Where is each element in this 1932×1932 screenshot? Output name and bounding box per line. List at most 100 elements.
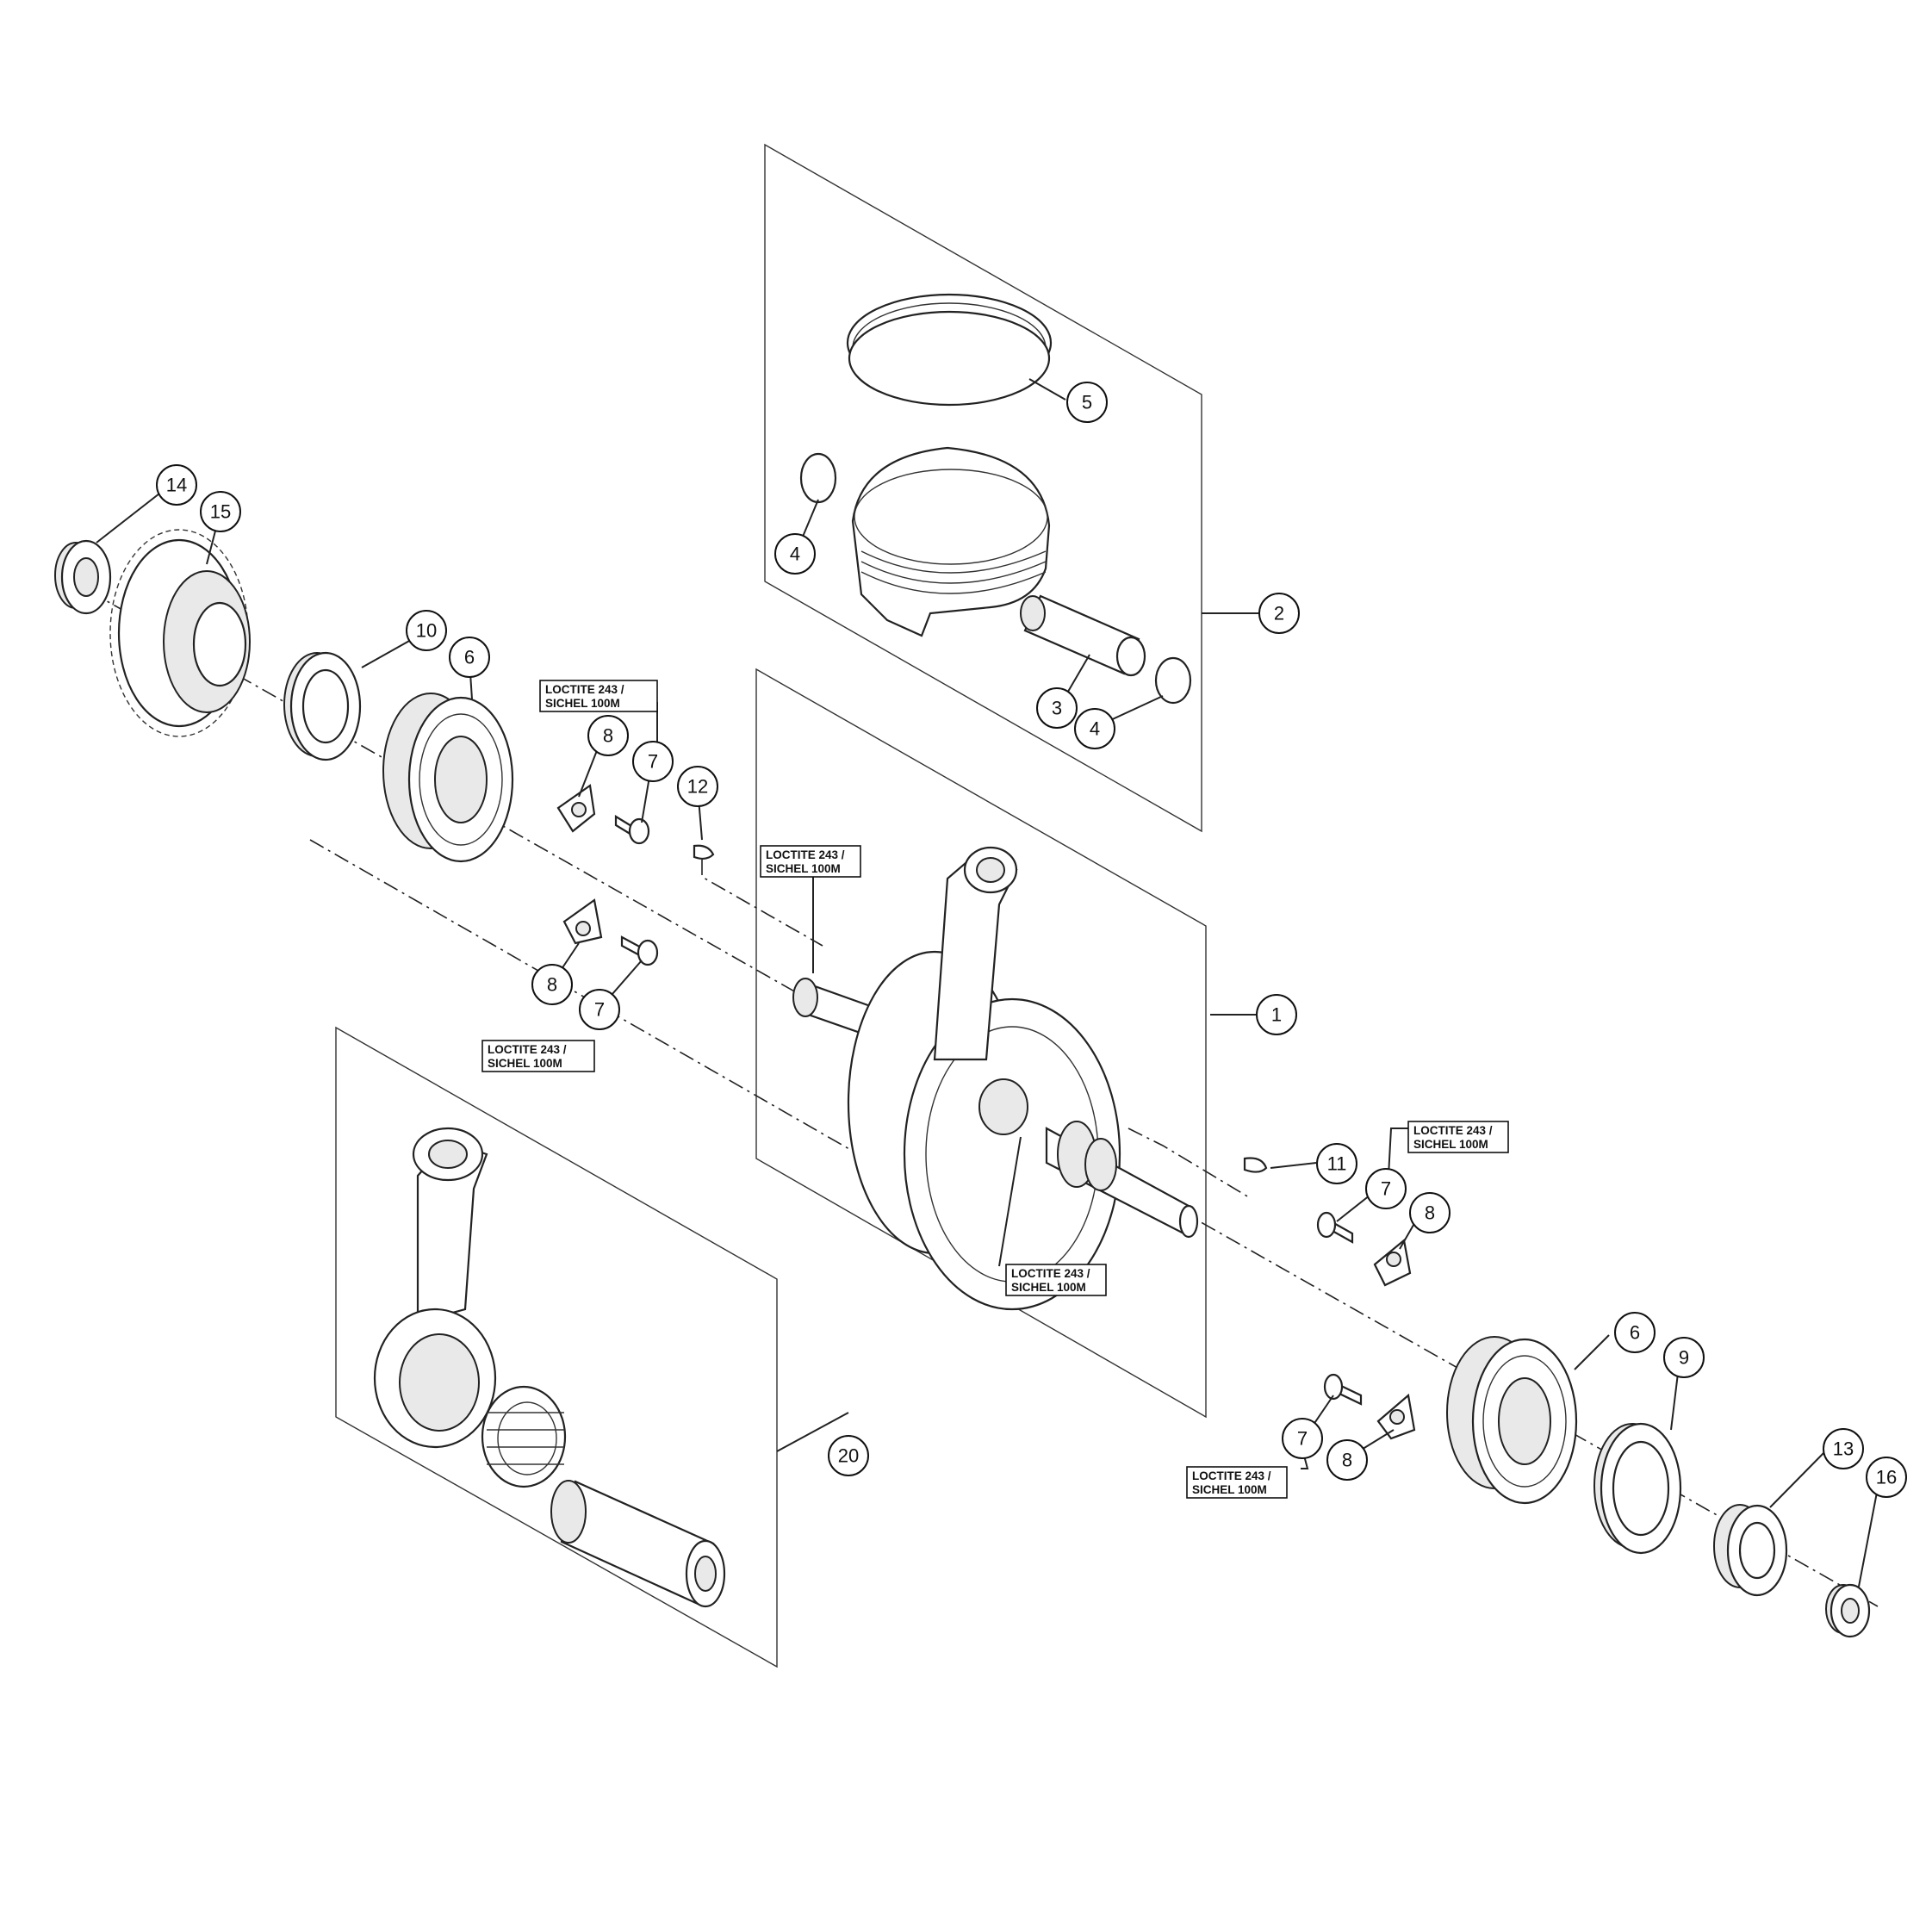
- callout-1: 1: [1256, 994, 1297, 1035]
- part-6-bearing-left: [382, 693, 514, 863]
- svg-text:16: 16: [1876, 1467, 1897, 1488]
- svg-text:20: 20: [838, 1445, 859, 1467]
- key-axis-line-right: [1128, 1128, 1250, 1198]
- svg-text:8: 8: [547, 974, 557, 996]
- part-10-seal: [283, 651, 362, 761]
- part-4-circlip-upper: [799, 452, 837, 504]
- part-8-lock-washer-upper: [556, 784, 596, 833]
- callout-5: 5: [1066, 382, 1108, 423]
- crankshaft-group-frame: [755, 668, 1207, 1419]
- callout-8-upper: 8: [587, 715, 629, 756]
- part-8-lock-washer-right-upper: [1373, 1238, 1412, 1287]
- svg-text:8: 8: [1342, 1450, 1352, 1471]
- svg-text:SICHEL 100M: SICHEL 100M: [545, 697, 620, 710]
- part-7-screw-right-lower: [1323, 1373, 1363, 1406]
- callout-16: 16: [1866, 1457, 1907, 1498]
- svg-text:12: 12: [687, 776, 708, 798]
- note-loctite-lower-left: LOCTITE 243 / SICHEL 100M: [481, 1040, 595, 1072]
- callout-3: 3: [1036, 687, 1078, 729]
- svg-text:LOCTITE 243 /: LOCTITE 243 /: [1011, 1267, 1090, 1280]
- svg-text:LOCTITE 243 /: LOCTITE 243 /: [488, 1043, 567, 1056]
- svg-text:SICHEL 100M: SICHEL 100M: [1011, 1281, 1086, 1294]
- key-axis-line: [701, 860, 823, 947]
- svg-text:SICHEL 100M: SICHEL 100M: [1192, 1483, 1267, 1496]
- callout-10: 10: [406, 610, 447, 651]
- callout-7-right-lower: 7: [1282, 1418, 1323, 1459]
- svg-text:5: 5: [1082, 392, 1092, 413]
- svg-text:7: 7: [1297, 1428, 1308, 1450]
- callout-14: 14: [156, 464, 197, 506]
- svg-text:7: 7: [594, 999, 605, 1021]
- callout-8-right-upper: 8: [1409, 1192, 1451, 1233]
- part-5-piston-rings: [846, 293, 1053, 407]
- svg-text:11: 11: [1327, 1153, 1347, 1175]
- piston-group-frame: [764, 143, 1202, 833]
- svg-text:8: 8: [1425, 1202, 1435, 1224]
- svg-text:6: 6: [1630, 1322, 1640, 1344]
- callout-7-lower: 7: [579, 989, 620, 1030]
- svg-text:LOCTITE 243 /: LOCTITE 243 /: [545, 683, 624, 696]
- callout-4-upper: 4: [774, 533, 816, 575]
- part-8-lock-washer-lower: [562, 898, 603, 945]
- part-16-nut: [1825, 1583, 1871, 1638]
- part-8-lock-washer-right-lower: [1376, 1393, 1416, 1440]
- part-13-collar: [1713, 1504, 1788, 1597]
- svg-text:LOCTITE 243 /: LOCTITE 243 /: [1413, 1124, 1493, 1137]
- svg-text:LOCTITE 243 /: LOCTITE 243 /: [1192, 1469, 1271, 1482]
- callout-13: 13: [1823, 1428, 1864, 1469]
- svg-text:4: 4: [790, 544, 800, 565]
- part-20-conrod-kit: [373, 1127, 726, 1608]
- part-7-screw-lower: [620, 935, 659, 966]
- callout-2: 2: [1258, 593, 1300, 634]
- part-7-screw-right-upper: [1316, 1211, 1354, 1244]
- svg-text:13: 13: [1833, 1438, 1854, 1460]
- callout-6-right: 6: [1614, 1312, 1656, 1353]
- note-loctite-top-left: LOCTITE 243 / SICHEL 100M: [539, 680, 658, 712]
- part-1-crankshaft: [792, 846, 1199, 1311]
- part-7-screw-upper: [614, 815, 650, 845]
- callout-11: 11: [1316, 1143, 1357, 1184]
- piston-body: [851, 446, 1051, 637]
- note-loctite-center: LOCTITE 243 / SICHEL 100M: [760, 845, 861, 878]
- part-12-key: [693, 844, 715, 860]
- callout-9: 9: [1663, 1337, 1705, 1378]
- note-loctite-right-upper: LOCTITE 243 / SICHEL 100M: [1407, 1121, 1509, 1153]
- part-3-piston-pin: [1020, 594, 1146, 677]
- callout-12: 12: [677, 766, 718, 807]
- callout-4-lower: 4: [1074, 708, 1115, 749]
- svg-text:SICHEL 100M: SICHEL 100M: [1413, 1138, 1488, 1151]
- part-4-circlip-lower: [1154, 656, 1192, 705]
- svg-text:4: 4: [1090, 718, 1100, 740]
- note-loctite-right-lower: LOCTITE 243 / SICHEL 100M: [1186, 1466, 1288, 1499]
- svg-text:SICHEL 100M: SICHEL 100M: [488, 1057, 562, 1070]
- callout-15: 15: [200, 491, 241, 532]
- callout-20: 20: [828, 1435, 869, 1476]
- svg-text:8: 8: [603, 725, 613, 747]
- svg-text:SICHEL 100M: SICHEL 100M: [766, 862, 841, 875]
- svg-text:2: 2: [1274, 603, 1284, 624]
- callout-7-right-upper: 7: [1365, 1168, 1407, 1209]
- svg-text:7: 7: [648, 751, 658, 773]
- svg-text:7: 7: [1381, 1178, 1391, 1200]
- svg-text:10: 10: [416, 620, 437, 642]
- part-14-nut: [54, 539, 112, 615]
- callout-7-upper: 7: [632, 741, 674, 782]
- lower-axis-line: [309, 839, 897, 1177]
- svg-text:3: 3: [1052, 698, 1062, 719]
- part-6-bearing-right: [1446, 1336, 1578, 1505]
- callout-6-left: 6: [449, 637, 490, 678]
- conrod-group-frame: [335, 1026, 778, 1668]
- note-loctite-crankshaft: LOCTITE 243 / SICHEL 100M: [1005, 1264, 1107, 1296]
- part-11-key: [1243, 1157, 1268, 1173]
- svg-text:1: 1: [1271, 1004, 1282, 1026]
- svg-text:15: 15: [210, 501, 231, 523]
- svg-text:14: 14: [166, 475, 187, 496]
- callout-8-right-lower: 8: [1326, 1439, 1368, 1481]
- svg-text:6: 6: [464, 647, 475, 668]
- part-9-seal-right: [1593, 1422, 1682, 1555]
- svg-text:LOCTITE 243 /: LOCTITE 243 /: [766, 848, 845, 861]
- callout-8-lower: 8: [531, 964, 573, 1005]
- part-15-gear: [109, 529, 251, 737]
- svg-text:9: 9: [1679, 1347, 1689, 1369]
